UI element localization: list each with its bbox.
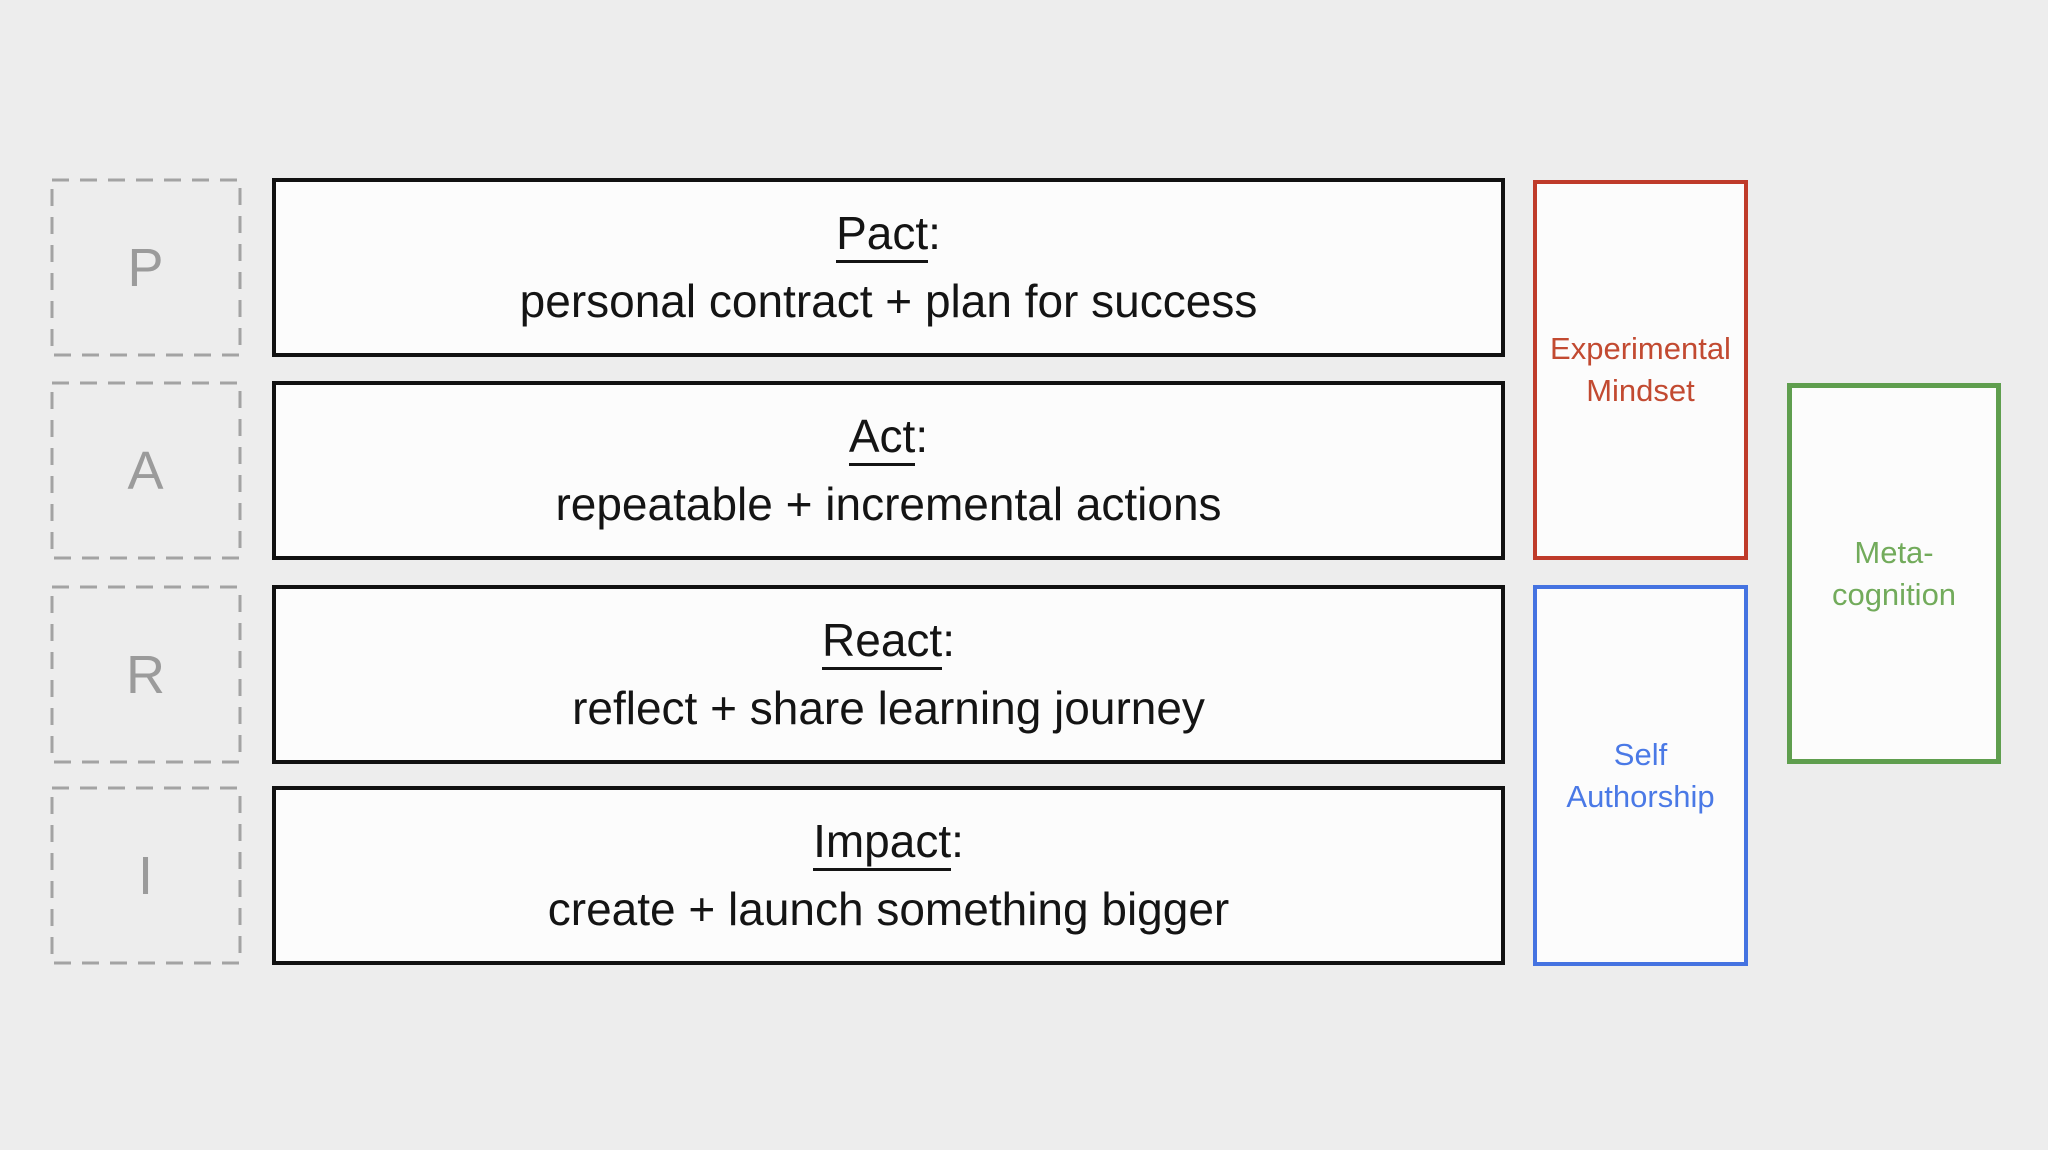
- acronym-box-a: A: [50, 381, 242, 560]
- acronym-letter-r: R: [126, 644, 166, 705]
- row-title: Act:: [848, 409, 929, 467]
- row-title-word: React: [822, 614, 943, 671]
- dashed-border: [50, 381, 242, 560]
- row-title-colon: :: [915, 410, 929, 463]
- row-title-word: Act: [848, 410, 916, 467]
- row-title: React:: [822, 613, 955, 671]
- row-title-word: Impact: [813, 815, 952, 872]
- row-pact: Pact: personal contract + plan for succe…: [272, 178, 1505, 357]
- row-title-colon: :: [942, 614, 955, 667]
- row-description: create + launch something bigger: [547, 882, 1230, 935]
- overlay-label-line2: Mindset: [1586, 373, 1695, 408]
- acronym-box-i: I: [50, 786, 242, 965]
- row-description: repeatable + incremental actions: [555, 477, 1222, 530]
- dashed-border: [50, 178, 242, 357]
- acronym-box-p: P: [50, 178, 242, 357]
- overlay-label-line2: cognition: [1831, 576, 1957, 612]
- overlay-label-line1: Meta-: [1854, 534, 1934, 570]
- row-description: reflect + share learning journey: [572, 681, 1205, 734]
- overlay-label-line1: Experimental: [1550, 331, 1731, 367]
- row-title: Impact:: [813, 814, 964, 872]
- dashed-border: [50, 786, 242, 965]
- row-act: Act: repeatable + incremental actions: [272, 381, 1505, 560]
- row-description: personal contract + plan for success: [519, 274, 1258, 327]
- row-title-colon: :: [951, 815, 964, 868]
- overlay-label-line2: Authorship: [1566, 778, 1715, 814]
- acronym-letter-i: I: [137, 845, 154, 906]
- acronym-letter-a: A: [127, 440, 165, 501]
- row-title: Pact:: [836, 206, 941, 264]
- row-title-word: Pact: [836, 207, 929, 264]
- overlay-meta-cognition: Meta- cognition: [1787, 383, 2001, 764]
- acronym-letter-p: P: [127, 237, 165, 298]
- overlay-label-line1: Self: [1613, 736, 1668, 772]
- overlay-experimental-mindset: Experimental Mindset: [1533, 180, 1748, 560]
- dashed-border: [50, 585, 242, 764]
- row-react: React: reflect + share learning journey: [272, 585, 1505, 764]
- overlay-self-authorship: Self Authorship: [1533, 585, 1748, 966]
- row-impact: Impact: create + launch something bigger: [272, 786, 1505, 965]
- acronym-box-r: R: [50, 585, 242, 764]
- row-title-colon: :: [928, 207, 941, 260]
